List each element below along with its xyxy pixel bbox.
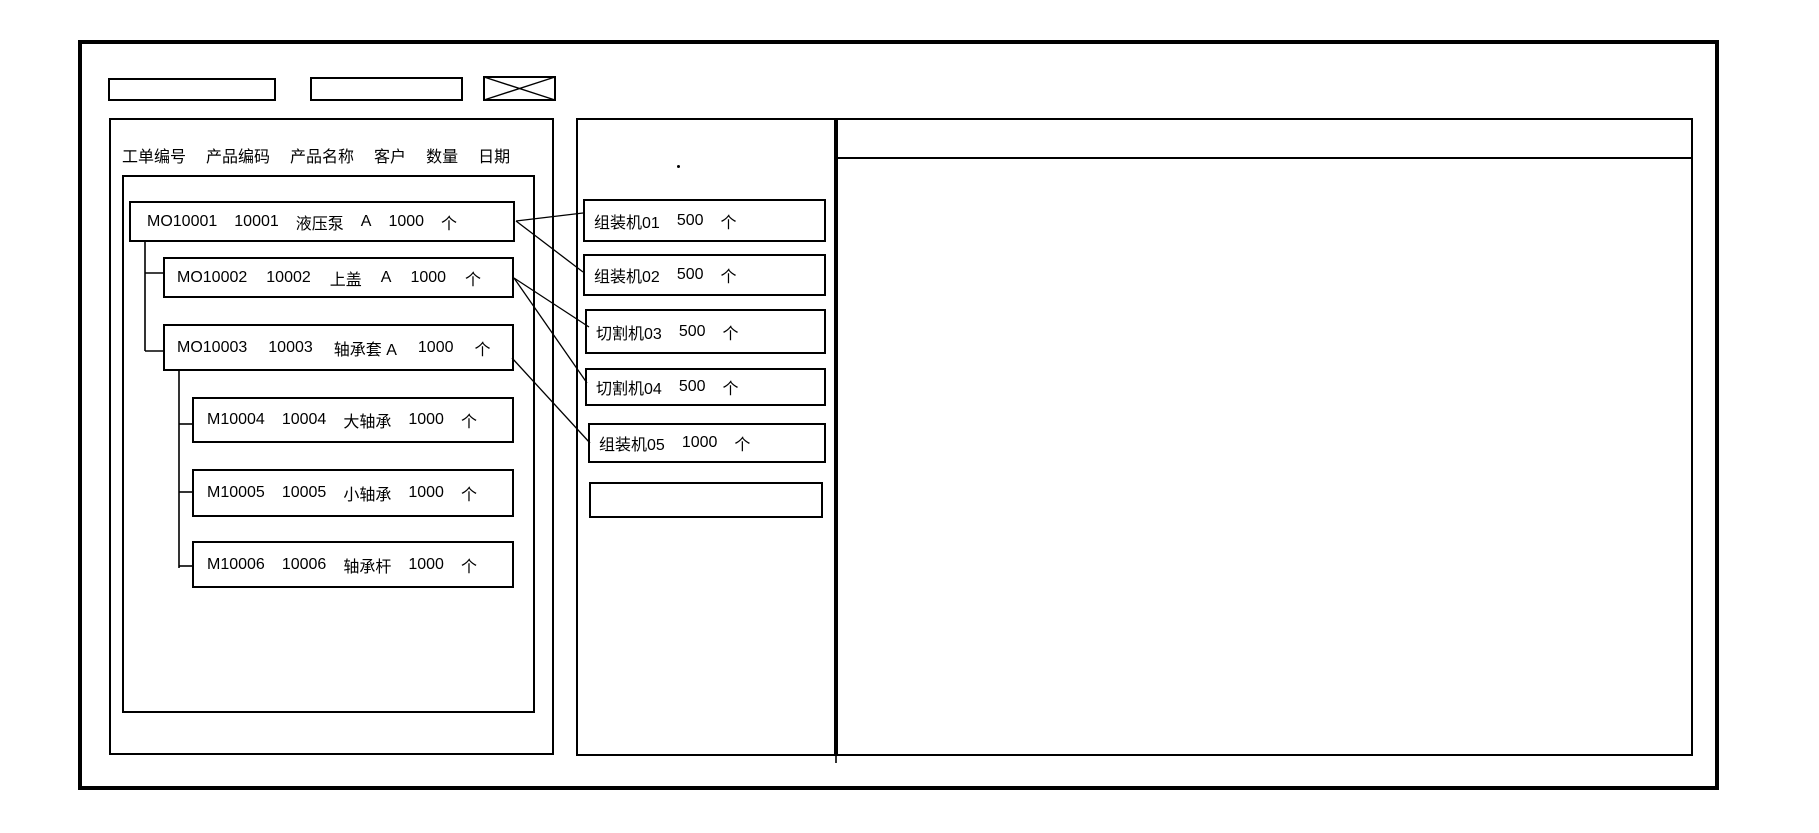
machine-unit: 个 bbox=[722, 325, 739, 343]
machine-name: 切割机04 bbox=[596, 381, 662, 398]
work-order-row[interactable]: M10004 10004 大轴承 1000 个 bbox=[192, 397, 514, 443]
machine-qty: 1000 bbox=[681, 434, 718, 451]
product-code: 10002 bbox=[266, 268, 311, 286]
work-order-row[interactable]: MO10002 10002 上盖 A 1000 个 bbox=[163, 257, 514, 298]
toolbar-input-1[interactable] bbox=[108, 78, 276, 101]
quantity: 1000 bbox=[408, 555, 444, 573]
unit: 个 bbox=[460, 558, 477, 576]
header-separator-line bbox=[838, 157, 1691, 159]
machine-qty: 500 bbox=[678, 322, 706, 340]
order-no: MO10002 bbox=[177, 268, 248, 286]
work-order-tree-container bbox=[122, 175, 535, 713]
machine-box[interactable]: 切割机03 500 个 bbox=[585, 309, 826, 354]
machine-qty: 500 bbox=[676, 211, 704, 229]
unit: 个 bbox=[460, 414, 477, 431]
product-name: 液压泵 bbox=[295, 215, 344, 233]
quantity: 1000 bbox=[408, 484, 444, 501]
order-no: M10006 bbox=[207, 555, 265, 573]
machine-name: 组装机01 bbox=[594, 214, 660, 232]
column-header-order-no: 工单编号 bbox=[122, 149, 187, 166]
crossed-box-button[interactable] bbox=[483, 76, 556, 101]
unit: 个 bbox=[441, 215, 458, 233]
machine-unit: 个 bbox=[720, 269, 737, 286]
work-order-row[interactable]: M10006 10006 轴承杆 1000 个 bbox=[192, 541, 514, 588]
machine-qty: 500 bbox=[678, 378, 706, 395]
column-header-customer: 客户 bbox=[374, 149, 407, 166]
machine-box[interactable]: 组装机01 500 个 bbox=[583, 199, 826, 242]
machine-unit: 个 bbox=[720, 214, 737, 232]
column-header-date: 日期 bbox=[478, 149, 511, 166]
work-order-row[interactable]: MO10003 10003 轴承套 A 1000 个 bbox=[163, 324, 514, 371]
quantity: 1000 bbox=[388, 212, 425, 230]
product-code: 10003 bbox=[268, 338, 313, 356]
product-name: 轴承套 A bbox=[333, 341, 397, 359]
quantity: 1000 bbox=[410, 268, 447, 286]
stray-dot bbox=[677, 165, 680, 168]
column-header-product-code: 产品编码 bbox=[206, 149, 271, 166]
machine-name: 组装机05 bbox=[599, 437, 665, 454]
product-code: 10006 bbox=[281, 555, 327, 573]
work-order-row[interactable]: MO10001 10001 液压泵 A 1000 个 bbox=[129, 201, 515, 242]
order-no: MO10001 bbox=[147, 212, 218, 230]
quantity: 1000 bbox=[408, 411, 444, 428]
customer: A bbox=[380, 268, 392, 286]
product-name: 大轴承 bbox=[343, 414, 392, 431]
column-header-product-name: 产品名称 bbox=[290, 149, 355, 166]
product-name: 轴承杆 bbox=[343, 558, 392, 576]
machine-qty: 500 bbox=[676, 266, 704, 283]
work-order-row[interactable]: M10005 10005 小轴承 1000 个 bbox=[192, 469, 514, 517]
unit: 个 bbox=[465, 271, 482, 289]
machine-name: 切割机03 bbox=[596, 325, 662, 343]
product-code: 10005 bbox=[281, 484, 327, 501]
quantity: 1000 bbox=[417, 338, 454, 356]
column-headers: 工单编号 产品编码 产品名称 客户 数量 日期 bbox=[122, 145, 511, 166]
unit: 个 bbox=[474, 341, 491, 359]
product-name: 小轴承 bbox=[343, 487, 392, 504]
machine-box-empty[interactable] bbox=[589, 482, 823, 518]
order-no: MO10003 bbox=[177, 338, 248, 356]
product-name: 上盖 bbox=[329, 271, 362, 289]
order-no: M10005 bbox=[207, 484, 265, 501]
machine-unit: 个 bbox=[734, 437, 751, 454]
machine-box[interactable]: 切割机04 500 个 bbox=[585, 368, 826, 406]
product-code: 10004 bbox=[281, 411, 327, 428]
order-no: M10004 bbox=[207, 411, 265, 428]
column-header-quantity: 数量 bbox=[426, 149, 459, 166]
toolbar-input-2[interactable] bbox=[310, 77, 463, 101]
unit: 个 bbox=[460, 487, 477, 504]
machine-box[interactable]: 组装机02 500 个 bbox=[583, 254, 826, 296]
machine-name: 组装机02 bbox=[594, 269, 660, 286]
machine-box[interactable]: 组装机05 1000 个 bbox=[588, 423, 826, 463]
schedule-area-panel bbox=[836, 118, 1693, 756]
customer: A bbox=[360, 212, 372, 230]
product-code: 10001 bbox=[234, 212, 279, 230]
x-icon bbox=[483, 76, 556, 101]
machine-unit: 个 bbox=[722, 381, 739, 398]
